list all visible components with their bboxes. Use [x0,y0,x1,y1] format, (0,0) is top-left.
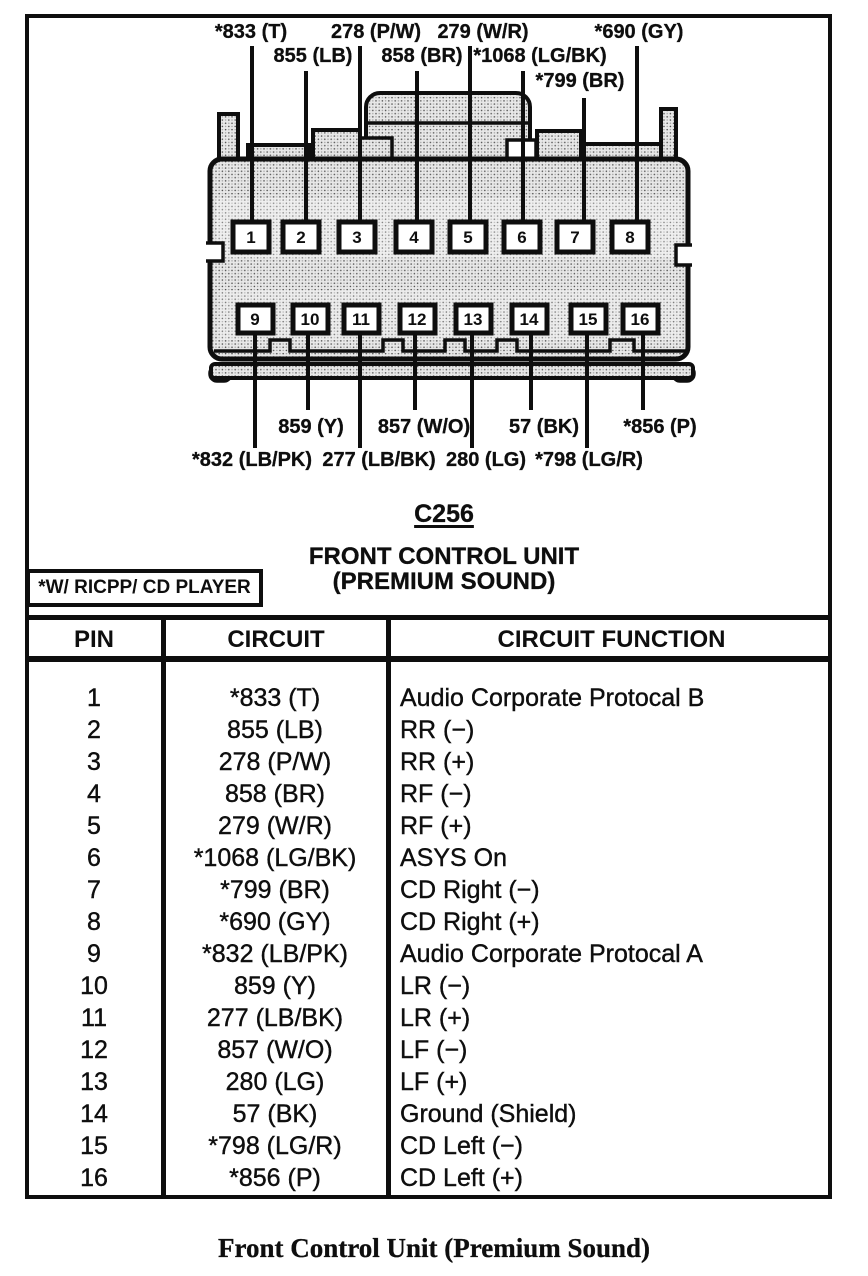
svg-text:3: 3 [352,228,361,247]
svg-text:5: 5 [463,228,472,247]
svg-text:7: 7 [570,228,579,247]
svg-text:4: 4 [409,228,419,247]
svg-text:9: 9 [250,310,259,329]
svg-text:14: 14 [520,310,539,329]
svg-text:11: 11 [352,310,370,329]
svg-text:15: 15 [579,310,598,329]
svg-text:16: 16 [631,310,650,329]
svg-text:6: 6 [517,228,526,247]
svg-text:12: 12 [408,310,427,329]
svg-text:1: 1 [246,228,255,247]
svg-text:8: 8 [625,228,634,247]
svg-text:13: 13 [464,310,483,329]
svg-text:2: 2 [296,228,305,247]
svg-text:10: 10 [301,310,320,329]
